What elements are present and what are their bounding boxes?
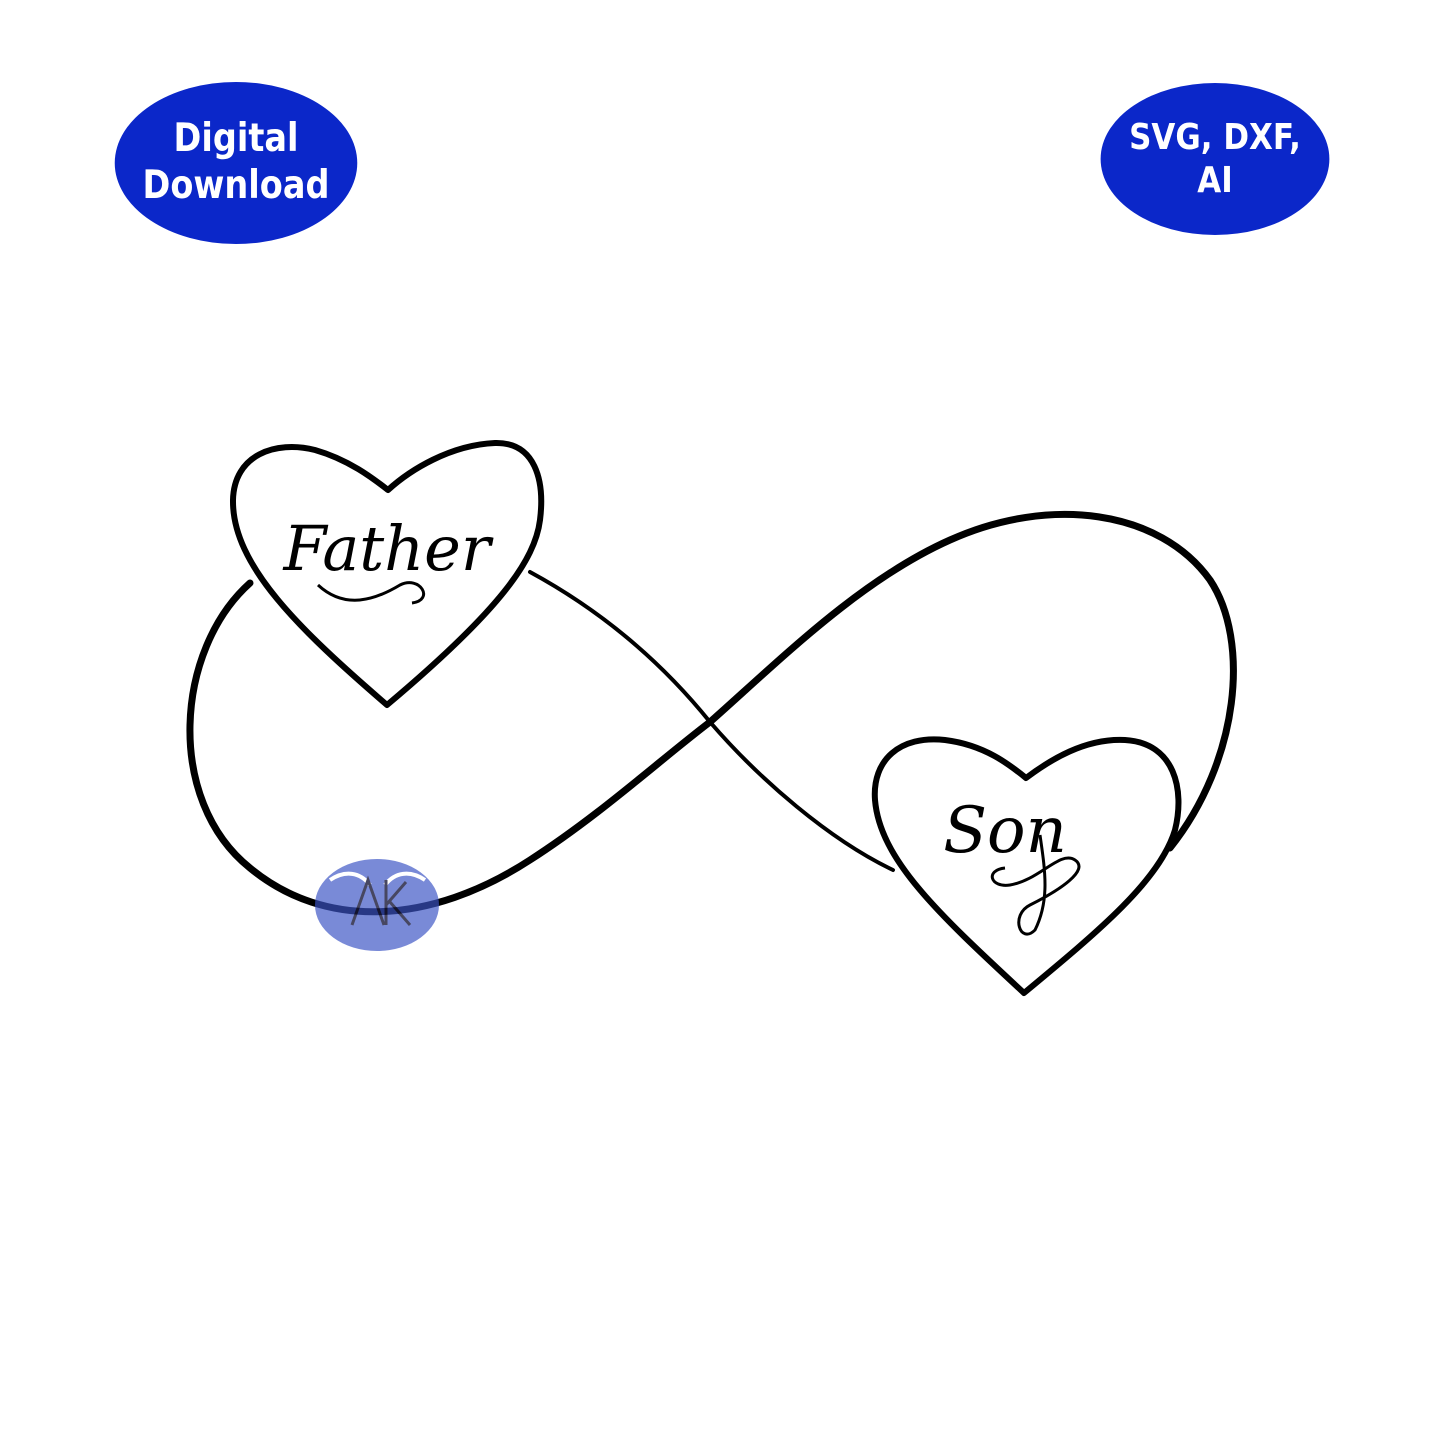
infinity-symbol (186, 510, 1237, 916)
son-label: Son (943, 794, 1067, 868)
son-flourish-infinity (991, 834, 1081, 936)
file-formats-badge: SVG, DXF, AI (1100, 83, 1330, 235)
ak-watermark-icon (315, 859, 439, 951)
father-flourish (316, 581, 426, 605)
badge-line: SVG, DXF, (1129, 116, 1301, 158)
badge-line: Digital (173, 116, 299, 162)
badge-line: Download (142, 163, 330, 208)
digital-download-badge: Digital Download (114, 82, 358, 244)
infinity-right-upper (706, 510, 1237, 852)
father-heart-outline (229, 439, 545, 708)
badge-line: AI (1197, 160, 1233, 201)
son-heart-outline (871, 736, 1182, 996)
infinity-thin-descend (528, 570, 712, 724)
infinity-thin-lower (708, 720, 895, 872)
father-label: Father (283, 512, 494, 585)
infinity-left-lobe (186, 579, 714, 916)
